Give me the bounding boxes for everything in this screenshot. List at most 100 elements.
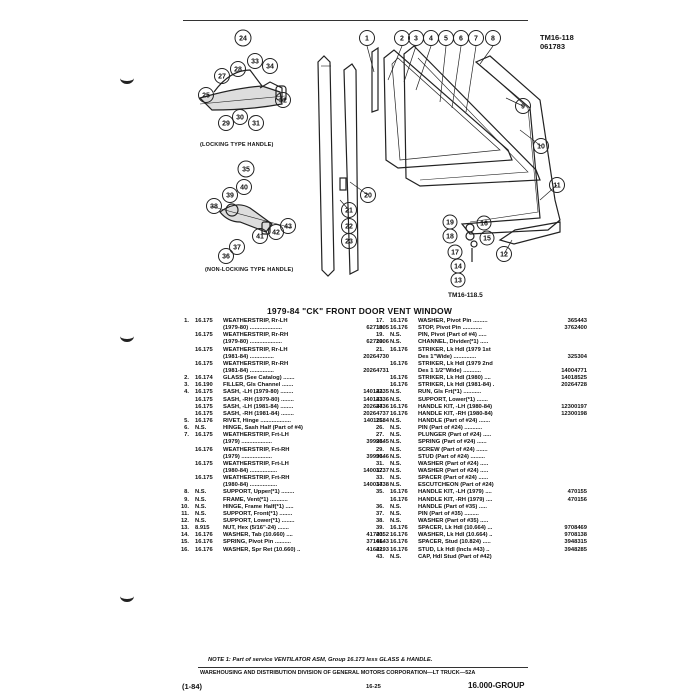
part-number: 325304 — [567, 353, 587, 360]
description: HANDLE KIT, -RH (1979) .... — [418, 496, 493, 503]
group-number: N.S. — [390, 475, 402, 482]
callout-28: 28 — [234, 67, 242, 74]
group-number: N.S. — [390, 453, 402, 460]
footer-publisher: WAREHOUSING AND DISTRIBUTION DIVISION OF… — [200, 670, 476, 676]
description: Des 1"Wide) .............. — [418, 353, 477, 360]
callout-17: 17 — [451, 250, 459, 257]
part-number: 20264736 — [363, 403, 389, 410]
item-number: 28. — [375, 439, 384, 446]
description: SPACER, Lk Hdl (10.664) ... — [418, 525, 493, 532]
item-number: 23. — [375, 396, 384, 403]
description: PLUNGER (Part of #24) ..... — [418, 432, 492, 439]
item-number: 35. — [375, 489, 384, 496]
callout-29: 29 — [222, 121, 230, 128]
parts-list-row: (1980-84) .................14001738 — [175, 482, 395, 489]
item-number: 3. — [184, 382, 189, 389]
callout-5: 5 — [444, 36, 448, 43]
parts-list-row: 34.N.S.ESCUTCHEON (Part of #24) — [370, 482, 590, 489]
locking-handle-inset — [198, 69, 287, 111]
callout-13: 13 — [454, 278, 462, 285]
item-number: 37. — [375, 510, 384, 517]
callout-numbers: 24 25 27 28 33 34 32 31 30 29 35 40 39 3… — [202, 36, 561, 285]
description: CHANNEL, Divider(*1) ..... — [418, 339, 489, 346]
group-number: 16.176 — [390, 382, 408, 389]
group-number: 16.176 — [390, 546, 408, 553]
item-number: 41. — [375, 539, 384, 546]
description: WASHER (Part of #24) ..... — [418, 467, 489, 474]
group-number: N.S. — [390, 439, 402, 446]
callout-7: 7 — [474, 36, 478, 43]
description: HINGE, Frame Half(*1) ..... — [223, 503, 294, 510]
group-number: 16.175 — [195, 410, 213, 417]
footer-rule — [198, 667, 528, 668]
description: STOP, Pivot Pin ............ — [418, 325, 482, 332]
parts-list-row: 26.N.S.PIN (Part of #24) ........... — [370, 425, 590, 432]
description: HANDLE KIT, -RH (1980-84) — [418, 410, 493, 417]
description: FRAME, Vent(*1) ........... — [223, 496, 288, 503]
part-number: 20264731 — [363, 367, 389, 374]
callout-27: 27 — [218, 74, 226, 81]
group-number: N.S. — [390, 553, 402, 560]
callout-20: 20 — [364, 193, 372, 200]
callout-43: 43 — [284, 224, 292, 231]
group-number: 8.915 — [195, 525, 210, 532]
part-number: 14014335 — [363, 389, 389, 396]
callout-leaders — [339, 45, 558, 255]
group-number: N.S. — [390, 389, 402, 396]
description: (1980-84) ................. — [223, 482, 278, 489]
description: (1980-84) ................. — [223, 467, 278, 474]
callout-40: 40 — [240, 185, 248, 192]
group-number: N.S. — [390, 517, 402, 524]
part-number: 3716643 — [366, 539, 389, 546]
group-number: N.S. — [195, 503, 207, 510]
group-number: 16.176 — [390, 346, 408, 353]
callout-15: 15 — [483, 236, 491, 243]
description: RUN, Gls Frt(*1) ........... — [418, 389, 482, 396]
description: FILLER, Gls Channel ....... — [223, 382, 294, 389]
header-code: TM16-118 — [540, 33, 574, 42]
binder-hole-mark-bottom — [120, 590, 134, 602]
callout-16: 16 — [480, 221, 488, 228]
group-number: N.S. — [390, 417, 402, 424]
group-number: N.S. — [390, 446, 402, 453]
description: STUD, Lk Hdl (Incls #43) .. — [418, 546, 490, 553]
item-number: 8. — [184, 489, 189, 496]
parts-list-title: 1979-84 "CK" FRONT DOOR VENT WINDOW — [267, 306, 453, 316]
callout-31: 31 — [252, 121, 260, 128]
callout-34: 34 — [266, 64, 274, 71]
group-number: 16.175 — [195, 318, 213, 324]
item-number: 1. — [184, 318, 189, 324]
vent-frame-outer — [460, 55, 561, 245]
parts-list-row: (1979-80) ....................6271905 — [175, 325, 395, 332]
rear-weatherstrip — [371, 46, 379, 113]
parts-list-row: (1979) ...................3999646 — [175, 454, 395, 461]
group-number: 16.175 — [195, 432, 213, 439]
description: SASH, -RH (1981-84) ........ — [223, 410, 294, 417]
item-number: 40. — [375, 532, 384, 539]
group-number: 16.174 — [195, 375, 213, 382]
part-number: 4162193 — [366, 546, 389, 553]
parts-list-row: 11.N.S.SUPPORT, Front(*1) ........ — [175, 511, 395, 518]
callout-8: 8 — [491, 36, 495, 43]
description: HINGE, Sash Half (Part of #4) — [223, 425, 303, 432]
parts-list-row: 27.N.S.PLUNGER (Part of #24) ..... — [370, 432, 590, 439]
callout-39: 39 — [226, 193, 234, 200]
callout-10: 10 — [537, 144, 545, 151]
callout-24: 24 — [239, 36, 247, 43]
description: HANDLE KIT, -LH (1980-84) — [418, 403, 493, 410]
callout-25: 25 — [202, 93, 210, 100]
item-number: 26. — [375, 425, 384, 432]
parts-list-row: 36.N.S.HANDLE (Part of #35) ..... — [370, 504, 590, 511]
binder-hole-mark-top — [120, 72, 134, 84]
part-number: 12300197 — [561, 403, 587, 410]
parts-list-row: 12.N.S.SUPPORT, Lower(*1) ........ — [175, 518, 395, 525]
parts-list-row: 29.N.S.SCREW (Part of #24) ....... — [370, 447, 590, 454]
group-number: 16.176 — [390, 532, 408, 539]
part-number: 14011684 — [363, 417, 389, 424]
